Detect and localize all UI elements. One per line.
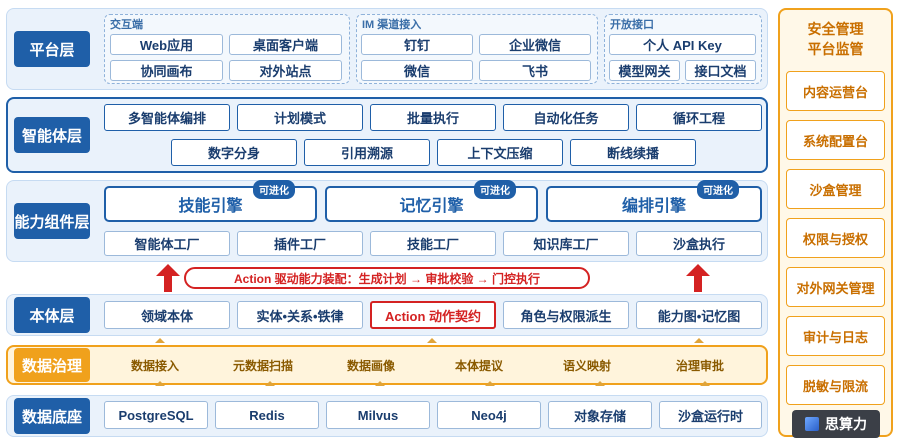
governance-step-metadata: 元数据扫描 bbox=[208, 353, 318, 377]
platform-group-interaction-title: 交互端 bbox=[110, 19, 143, 31]
agent-item-batch: 批量执行 bbox=[370, 104, 496, 131]
agent-item-context: 上下文压缩 bbox=[437, 139, 563, 166]
capability-item-skill-factory: 技能工厂 bbox=[370, 231, 496, 256]
platform-item-canvas: 协同画布 bbox=[110, 60, 223, 81]
capability-layer-label: 能力组件层 bbox=[14, 203, 90, 239]
data-item-object-storage: 对象存储 bbox=[548, 401, 652, 429]
ontology-item-roles: 角色与权限派生 bbox=[503, 301, 629, 329]
evolvable-badge-memory: 可进化 bbox=[474, 180, 516, 199]
ontology-item-action-contract: Action 动作契约 bbox=[370, 301, 496, 329]
governance-step-approval: 治理审批 bbox=[640, 353, 760, 377]
agent-item-loop: 循环工程 bbox=[636, 104, 762, 131]
side-item-masking: 脱敏与限流 bbox=[786, 365, 885, 405]
platform-item-feishu: 飞书 bbox=[479, 60, 591, 81]
ontology-item-graphs: 能力图•记忆图 bbox=[636, 301, 762, 329]
governance-step-profile: 数据画像 bbox=[316, 353, 426, 377]
evolvable-badge-skill: 可进化 bbox=[253, 180, 295, 199]
side-item-permissions: 权限与授权 bbox=[786, 218, 885, 258]
ontology-item-entity: 实体•关系•铁律 bbox=[237, 301, 363, 329]
agent-layer-label: 智能体层 bbox=[14, 117, 90, 153]
data-layer-label: 数据底座 bbox=[14, 398, 90, 434]
data-item-milvus: Milvus bbox=[326, 401, 430, 429]
platform-item-api-docs: 接口文档 bbox=[685, 60, 756, 81]
agent-item-resume: 断线续播 bbox=[570, 139, 696, 166]
side-item-gateway-mgmt: 对外网关管理 bbox=[786, 267, 885, 307]
capability-item-kb-factory: 知识库工厂 bbox=[503, 231, 629, 256]
side-item-sandbox-mgmt: 沙盒管理 bbox=[786, 169, 885, 209]
side-item-system-config: 系统配置台 bbox=[786, 120, 885, 160]
ontology-layer-label: 本体层 bbox=[14, 297, 90, 333]
connector-arrows bbox=[155, 338, 710, 386]
watermark-logo-icon bbox=[805, 417, 819, 431]
action-assembly-bar: Action 驱动能力装配：生成计划 → 审批校验 → 门控执行 bbox=[184, 267, 590, 289]
capability-item-agent-factory: 智能体工厂 bbox=[104, 231, 230, 256]
platform-item-site: 对外站点 bbox=[229, 60, 342, 81]
data-item-postgresql: PostgreSQL bbox=[104, 401, 208, 429]
platform-item-desktop: 桌面客户端 bbox=[229, 34, 342, 55]
agent-item-plan-mode: 计划模式 bbox=[237, 104, 363, 131]
side-panel-title-line2: 平台监管 bbox=[807, 41, 864, 57]
platform-group-api-title: 开放接口 bbox=[610, 19, 654, 31]
platform-item-web: Web应用 bbox=[110, 34, 223, 55]
governance-step-ontology-proposal: 本体提议 bbox=[424, 353, 534, 377]
data-item-neo4j: Neo4j bbox=[437, 401, 541, 429]
up-arrow-right-icon bbox=[686, 264, 710, 292]
data-item-redis: Redis bbox=[215, 401, 319, 429]
evolvable-badge-orchestration: 可进化 bbox=[697, 180, 739, 199]
side-item-audit: 审计与日志 bbox=[786, 316, 885, 356]
data-item-sandbox-runtime: 沙盒运行时 bbox=[659, 401, 762, 429]
platform-item-dingtalk: 钉钉 bbox=[361, 34, 473, 55]
platform-item-api-key: 个人 API Key bbox=[609, 34, 756, 55]
engine-skill: 技能引擎 bbox=[104, 186, 317, 222]
platform-layer-label: 平台层 bbox=[14, 31, 90, 67]
platform-item-wechat: 微信 bbox=[361, 60, 473, 81]
agent-item-automation: 自动化任务 bbox=[503, 104, 629, 131]
platform-item-wecom: 企业微信 bbox=[479, 34, 591, 55]
platform-group-im-title: IM 渠道接入 bbox=[362, 19, 422, 31]
agent-item-multi-agent: 多智能体编排 bbox=[104, 104, 230, 131]
agent-item-digital-twin: 数字分身 bbox=[171, 139, 297, 166]
governance-layer-label: 数据治理 bbox=[14, 348, 90, 382]
side-item-content-ops: 内容运营台 bbox=[786, 71, 885, 111]
agent-item-citation: 引用溯源 bbox=[304, 139, 430, 166]
watermark-text: 思算力 bbox=[825, 416, 867, 432]
up-arrow-left-icon bbox=[156, 264, 180, 292]
platform-item-model-gateway: 模型网关 bbox=[609, 60, 680, 81]
ontology-item-domain: 领域本体 bbox=[104, 301, 230, 329]
watermark-badge: 思算力 bbox=[792, 410, 880, 438]
capability-item-sandbox: 沙盒执行 bbox=[636, 231, 762, 256]
capability-item-plugin-factory: 插件工厂 bbox=[237, 231, 363, 256]
side-panel-title-line1: 安全管理 bbox=[807, 21, 864, 37]
governance-step-semantic-mapping: 语义映射 bbox=[532, 353, 642, 377]
governance-step-ingest: 数据接入 bbox=[100, 353, 210, 377]
